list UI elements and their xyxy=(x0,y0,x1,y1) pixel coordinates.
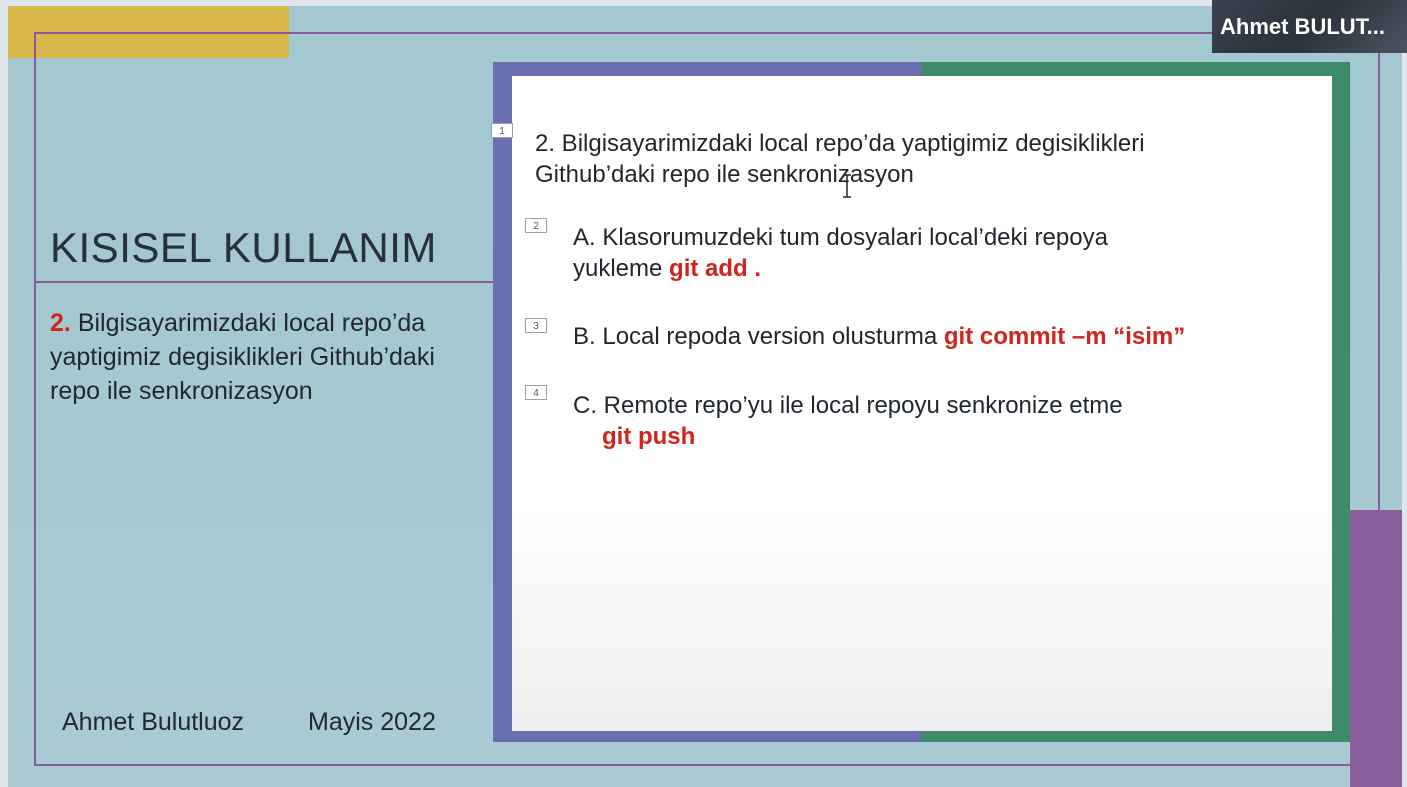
presenter-name: Ahmet BULUT... xyxy=(1220,14,1385,39)
slide-border xyxy=(34,32,1380,766)
item-a-line1: A. Klasorumuzdeki tum dosyalari local’de… xyxy=(573,224,1108,251)
animation-tag-2[interactable]: 2 xyxy=(525,218,547,233)
accent-bar-purple xyxy=(1350,510,1402,787)
animation-tag-3[interactable]: 3 xyxy=(525,318,547,333)
content-frame xyxy=(493,62,1350,742)
title-divider xyxy=(36,281,494,283)
slide-subtitle: 2. Bilgisayarimizdaki local repo’da yapt… xyxy=(50,306,490,408)
text-cursor-icon xyxy=(843,174,851,198)
list-item-c: C. Remote repo’yu ile local repoyu senkr… xyxy=(573,390,1123,452)
subtitle-text: Bilgisayarimizdaki local repo’da yaptigi… xyxy=(50,309,435,405)
author-name: Ahmet Bulutluoz xyxy=(62,708,245,736)
content-heading-line2: Github’daki repo ile senkronizasyon xyxy=(535,161,914,188)
animation-tag-4[interactable]: 4 xyxy=(525,385,547,400)
animation-tag-1[interactable]: 1 xyxy=(491,123,513,138)
item-a-prefix: yukleme xyxy=(573,255,670,282)
item-b-command: git commit –m “isim” xyxy=(943,323,1186,350)
content-heading-line1: 2. Bilgisayarimizdaki local repo’da yapt… xyxy=(535,130,1145,157)
subtitle-number: 2. xyxy=(50,309,71,337)
slide-title: KISISEL KULLANIM xyxy=(50,224,437,271)
item-a-line2: yukleme git add . xyxy=(573,253,1108,284)
item-c-command: git push xyxy=(602,423,696,450)
content-heading: 2. Bilgisayarimizdaki local repo’da yapt… xyxy=(535,128,1145,190)
slide: KISISEL KULLANIM 2. Bilgisayarimizdaki l… xyxy=(8,6,1402,787)
item-c-line1: C. Remote repo’yu ile local repoyu senkr… xyxy=(573,392,1123,419)
item-b-prefix: B. Local repoda version olusturma xyxy=(573,323,944,350)
item-a-command: git add . xyxy=(669,255,762,282)
list-item-a: A. Klasorumuzdeki tum dosyalari local’de… xyxy=(573,222,1108,284)
list-item-b: B. Local repoda version olusturma git co… xyxy=(573,321,1185,352)
content-box xyxy=(512,76,1332,731)
presenter-video-tile[interactable]: Ahmet BULUT... xyxy=(1212,0,1407,53)
slide-date: Mayis 2022 xyxy=(308,708,436,736)
